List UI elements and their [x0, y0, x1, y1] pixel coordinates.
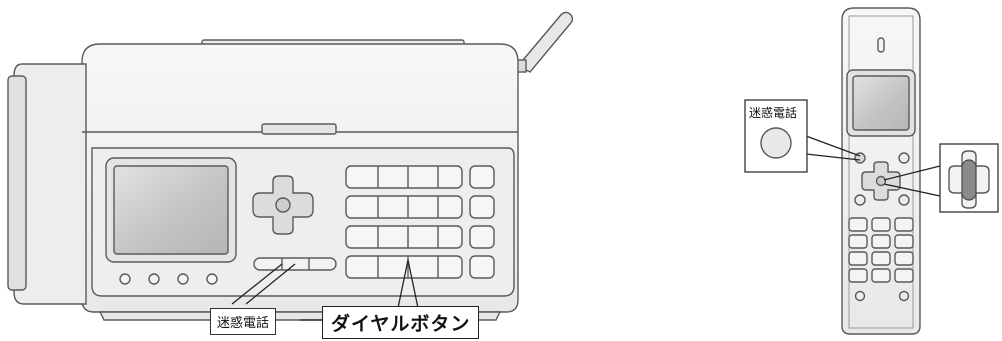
antenna-icon [509, 11, 574, 73]
dial-buttons-label: ダイヤルボタン [322, 306, 480, 339]
round-button [898, 152, 910, 164]
round-button [898, 290, 910, 302]
lcd-screen [113, 165, 229, 255]
round-button-icon [760, 127, 792, 159]
cradle-handset [13, 63, 87, 305]
round-button [177, 273, 189, 285]
round-button [854, 290, 866, 302]
cordless-handset [841, 7, 921, 335]
call-block-label-handset: 迷惑電話 [749, 106, 798, 120]
round-button [119, 273, 131, 285]
round-button [898, 194, 910, 206]
dial-keypad [345, 165, 495, 279]
earpiece-icon [877, 37, 885, 53]
round-button [206, 273, 218, 285]
handset-keypad [848, 217, 914, 283]
cross-dpad-icon [861, 161, 901, 201]
round-button [148, 273, 160, 285]
fax-base-unit [7, 11, 574, 321]
call-block-callout [744, 99, 808, 173]
leader-lines-handset [805, 135, 941, 197]
paper-slot [261, 123, 337, 135]
call-block-label-base: 迷惑電話 [210, 308, 277, 335]
round-button [854, 194, 866, 206]
dpad-callout [939, 143, 999, 213]
handset-screen [852, 75, 910, 131]
cross-dpad-icon [252, 175, 314, 235]
leader-lines-base [231, 259, 419, 321]
